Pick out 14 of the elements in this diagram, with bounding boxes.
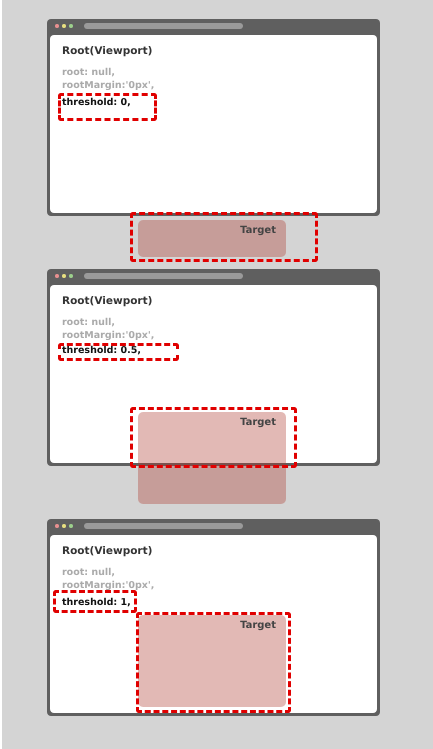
threshold-text: threshold: 1, — [62, 597, 131, 608]
target-label: Target — [240, 417, 276, 428]
threshold-text: threshold: 0, — [62, 97, 131, 108]
viewport-heading: Root(Viewport) — [62, 45, 152, 57]
config-text: root: null, rootMargin:'0px', — [62, 66, 156, 92]
config-text: root: null, rootMargin:'0px', — [62, 566, 156, 592]
viewport-heading: Root(Viewport) — [62, 545, 152, 557]
threshold-text: threshold: 0.5, — [62, 345, 141, 356]
viewport-heading: Root(Viewport) — [62, 295, 152, 307]
target-label: Target — [240, 225, 276, 236]
config-text: root: null, rootMargin:'0px', — [62, 316, 156, 342]
target-box — [138, 220, 286, 257]
target-box — [138, 412, 286, 504]
target-label: Target — [240, 620, 276, 631]
